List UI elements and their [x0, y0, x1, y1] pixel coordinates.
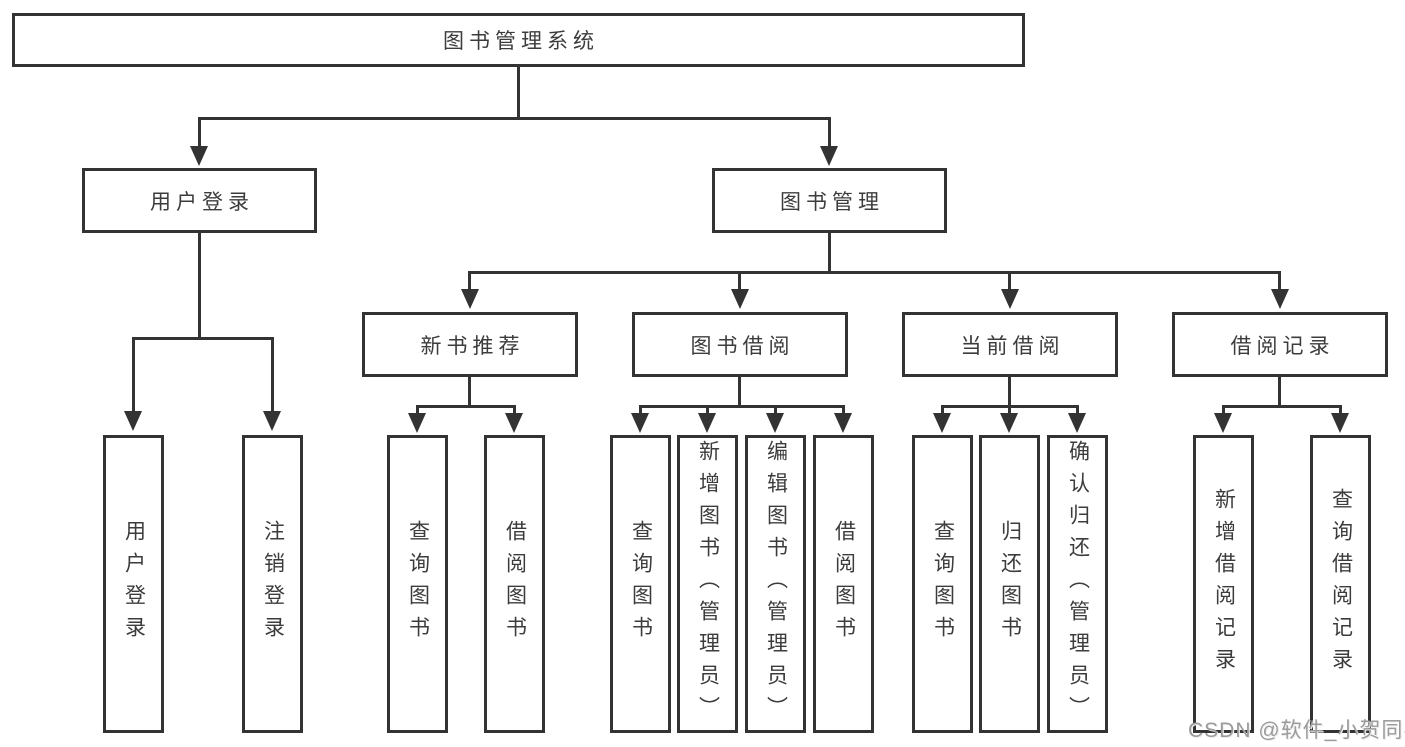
connector-line	[639, 405, 642, 413]
arrowhead-down-icon	[1271, 289, 1289, 309]
connector-line	[416, 405, 419, 413]
connector-line	[941, 405, 944, 413]
arrowhead-down-icon	[1068, 413, 1086, 433]
connector-line	[271, 337, 274, 411]
connector-line	[416, 405, 516, 408]
connector-line	[1222, 405, 1342, 408]
node-root: 图书管理系统	[12, 13, 1025, 67]
arrowhead-down-icon	[461, 289, 479, 309]
leaf-query-books-current: 查询图书	[912, 435, 973, 733]
connector-line	[1222, 405, 1225, 413]
connector-line	[513, 405, 516, 413]
arrowhead-down-icon	[1000, 413, 1018, 433]
leaf-label: 新增借阅记录	[1212, 488, 1236, 680]
connector-line	[1278, 271, 1281, 289]
connector-line	[1076, 405, 1079, 413]
leaf-label: 新增图书（管理员）	[696, 440, 720, 728]
connector-line	[1008, 377, 1011, 405]
watermark: CSDN @软件_小贺同学	[1188, 719, 1405, 742]
connector-line	[198, 117, 831, 120]
leaf-query-books-recommend: 查询图书	[387, 435, 448, 733]
connector-line	[828, 233, 831, 271]
arrowhead-down-icon	[820, 146, 838, 166]
node-current-borrowing: 当前借阅	[902, 312, 1118, 377]
leaf-label: 查询图书	[931, 520, 955, 648]
connector-line	[468, 377, 471, 405]
leaf-label: 用户登录	[122, 520, 146, 648]
leaf-label: 查询图书	[406, 520, 430, 648]
leaf-query-books-borrowing: 查询图书	[610, 435, 671, 733]
node-book-borrowing: 图书借阅	[632, 312, 848, 377]
connector-line	[774, 405, 777, 413]
connector-line	[828, 117, 831, 146]
connector-line	[842, 405, 845, 413]
arrowhead-down-icon	[263, 411, 281, 431]
leaf-return-books: 归还图书	[979, 435, 1040, 733]
arrowhead-down-icon	[698, 413, 716, 433]
arrowhead-down-icon	[408, 413, 426, 433]
arrowhead-down-icon	[505, 413, 523, 433]
connector-line	[738, 271, 741, 289]
connector-line	[1339, 405, 1342, 413]
connector-line	[132, 337, 274, 340]
leaf-label: 确认归还（管理员）	[1066, 440, 1090, 728]
leaf-user-login: 用户登录	[103, 435, 164, 733]
connector-line	[706, 405, 709, 413]
leaf-add-borrow-record: 新增借阅记录	[1193, 435, 1254, 733]
arrowhead-down-icon	[834, 413, 852, 433]
connector-line	[639, 405, 845, 408]
node-book-management: 图书管理	[712, 168, 947, 233]
leaf-confirm-return-admin: 确认归还（管理员）	[1047, 435, 1108, 733]
connector-line	[1278, 377, 1281, 405]
leaf-add-books-admin: 新增图书（管理员）	[677, 435, 738, 733]
arrowhead-down-icon	[190, 146, 208, 166]
leaf-label: 注销登录	[261, 520, 285, 648]
node-borrowing-records: 借阅记录	[1172, 312, 1388, 377]
connector-line	[468, 271, 1281, 274]
leaf-label: 归还图书	[998, 520, 1022, 648]
leaf-query-borrow-record: 查询借阅记录	[1310, 435, 1371, 733]
arrowhead-down-icon	[1331, 413, 1349, 433]
connector-line	[468, 271, 471, 289]
arrowhead-down-icon	[1214, 413, 1232, 433]
arrowhead-down-icon	[766, 413, 784, 433]
connector-line	[1008, 271, 1011, 289]
leaf-edit-books-admin: 编辑图书（管理员）	[745, 435, 806, 733]
connector-line	[198, 117, 201, 146]
leaf-label: 借阅图书	[832, 520, 856, 648]
arrowhead-down-icon	[124, 411, 142, 431]
connector-line	[517, 67, 520, 117]
connector-line	[198, 233, 201, 337]
connector-line	[1008, 405, 1011, 413]
leaf-label: 查询借阅记录	[1329, 488, 1353, 680]
arrowhead-down-icon	[1001, 289, 1019, 309]
node-user-login: 用户登录	[82, 168, 317, 233]
leaf-borrow-books-recommend: 借阅图书	[484, 435, 545, 733]
arrowhead-down-icon	[933, 413, 951, 433]
leaf-label: 查询图书	[629, 520, 653, 648]
leaf-borrow-books-borrowing: 借阅图书	[813, 435, 874, 733]
connector-line	[132, 337, 135, 411]
leaf-logout: 注销登录	[242, 435, 303, 733]
arrowhead-down-icon	[731, 289, 749, 309]
node-new-book-recommendation: 新书推荐	[362, 312, 578, 377]
leaf-label: 借阅图书	[503, 520, 527, 648]
leaf-label: 编辑图书（管理员）	[764, 440, 788, 728]
arrowhead-down-icon	[631, 413, 649, 433]
connector-line	[738, 377, 741, 405]
